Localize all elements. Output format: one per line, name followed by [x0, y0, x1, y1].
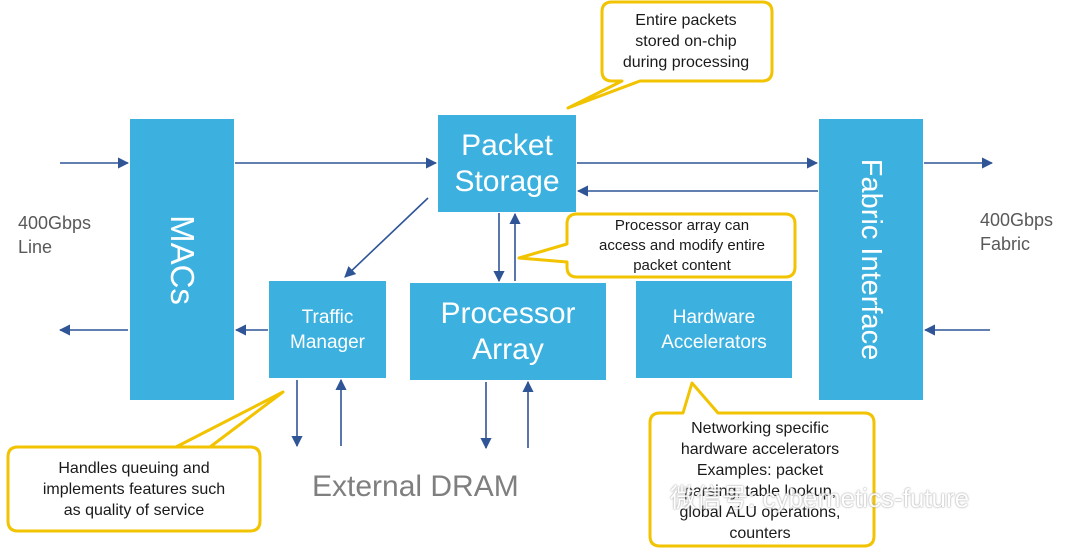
callout-traffic-qos-bubble	[6, 390, 285, 533]
macs-block: MACs	[130, 119, 234, 400]
callout-on-chip-text: Entire packets stored on-chip during pro…	[622, 12, 750, 71]
macs-label: MACs	[164, 214, 201, 305]
hardware-accelerators-label: Hardware Accelerators	[661, 306, 767, 353]
external-dram-label: External DRAM	[312, 470, 519, 503]
traffic-manager-label: Traffic Manager	[290, 306, 365, 353]
callout-accelerators-bubble	[648, 381, 876, 548]
packet-storage-label: Packet Storage	[454, 128, 560, 198]
processor-array-block: Processor Array	[410, 283, 606, 380]
callout-traffic-qos-text: Handles queuing and implements features …	[42, 460, 226, 519]
arrow-packet-storage-to-traffic-manager	[344, 197, 429, 278]
packet-storage-block: Packet Storage	[438, 115, 576, 212]
processor-array-label: Processor Array	[440, 296, 576, 366]
hardware-accelerators-block: Hardware Accelerators	[636, 281, 792, 378]
traffic-manager-block: Traffic Manager	[269, 281, 386, 378]
watermark-text: 微信号: cybernetics-future	[670, 483, 970, 513]
callout-accelerators-text: Networking specific hardware accelerator…	[679, 420, 841, 542]
callout-on-chip-bubble	[566, 0, 774, 110]
callout-processor-access-bubble	[517, 212, 797, 279]
line-rate-label: 400Gbps Line	[18, 213, 92, 257]
fabric-rate-label: 400Gbps Fabric	[980, 210, 1054, 254]
fabric-interface-block: Fabric Interface	[819, 119, 923, 400]
callout-processor-access-text: Processor array can access and modify en…	[599, 217, 765, 274]
fabric-interface-label: Fabric Interface	[855, 158, 888, 361]
